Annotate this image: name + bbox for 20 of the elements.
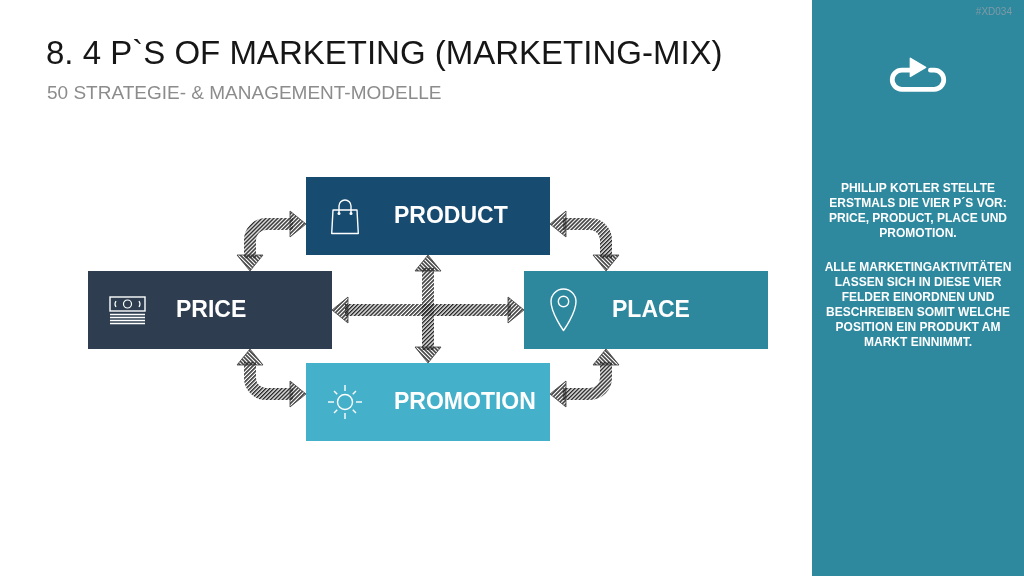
box-title: PLACE [612,297,690,323]
box-title: PRODUCT [394,203,508,229]
side-panel [812,0,1024,576]
double-arrow [414,254,442,364]
curved-double-arrow [549,210,620,272]
category-box [306,177,550,255]
slide-code: #XD034 [975,7,1012,17]
category-box [524,271,768,349]
category-box [88,271,332,349]
box-title: PRICE [176,297,247,323]
category-box [306,363,550,441]
curved-double-arrow [236,210,307,272]
double-arrow [331,296,525,324]
slide-subtitle: 50 STRATEGIE- & MANAGEMENT-MODELLE [47,83,442,102]
info-paragraph: ALLE MARKETINGAKTIVITÄTEN LASSEN SICH IN DIESE VIER FELDER EINORDNEN UND BESCHREIBEN SOMIT WELCHE POSITION EIN PRODUKT AM MARKT EINNIMMT. [823,260,1013,350]
info-paragraph: PHILLIP KOTLER STELLTE ERSTMALS DIE VIER P´S VOR: PRICE, PRODUCT, PLACE UND PROMOTION. [828,181,1008,241]
box-title: PROMOTION [394,389,536,415]
slide-title: 8. 4 P`S OF MARKETING (MARKETING-MIX) [46,36,723,69]
curved-double-arrow [236,348,307,408]
curved-double-arrow [549,348,620,408]
